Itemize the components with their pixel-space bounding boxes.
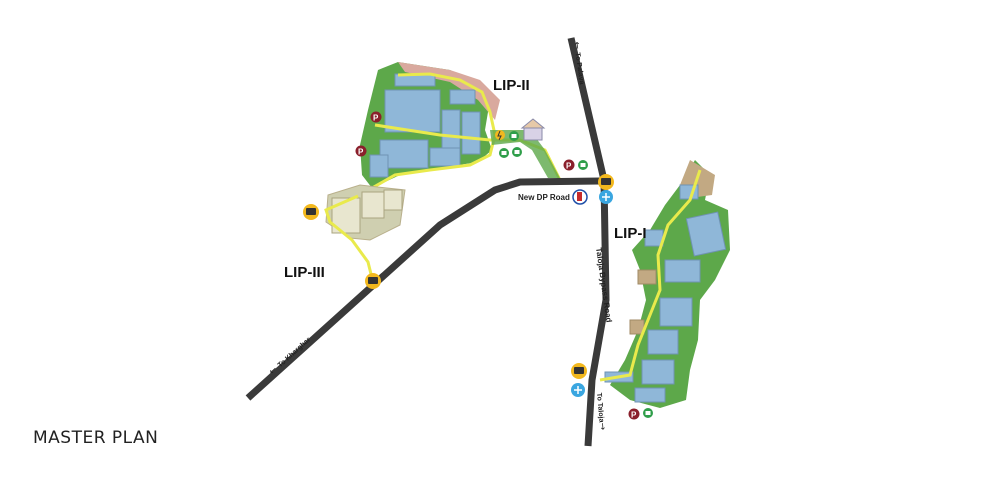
parking-icon: P — [563, 159, 575, 171]
arrow-right-icon: → — [597, 422, 608, 431]
svg-text:P: P — [358, 148, 364, 157]
svg-text:To Kharghar: To Kharghar — [277, 336, 312, 369]
zone-label-lip2: LIP-II — [493, 77, 530, 94]
lip3-area — [324, 184, 406, 279]
amenity-icon — [499, 148, 509, 158]
amenity-icon — [578, 160, 588, 170]
new-dp-road-label: New DP Road — [518, 193, 570, 202]
amenity-icon — [643, 408, 653, 418]
bus-stop-icon — [598, 174, 614, 190]
parking-icon: P — [370, 111, 382, 123]
svg-text:To Palava: To Palava — [574, 52, 585, 85]
bus-stop-icon — [365, 273, 381, 289]
to-kharghar-label: ← To Kharghar — [267, 336, 312, 377]
medical-icon — [571, 383, 585, 397]
lip1-area — [599, 160, 730, 408]
svg-text:P: P — [631, 411, 637, 420]
svg-text:To Taloja: To Taloja — [595, 393, 605, 423]
to-palava-label: ← To Palava — [571, 41, 585, 85]
svg-text:P: P — [566, 162, 572, 171]
arrow-left-icon: ← — [571, 41, 582, 50]
fuel-station-icon — [572, 189, 588, 205]
svg-text:P: P — [373, 114, 379, 123]
bus-stop-icon — [303, 204, 319, 220]
amenity-icon — [509, 131, 519, 141]
zone-label-lip3: LIP-III — [284, 264, 325, 281]
parking-icon: P — [628, 408, 640, 420]
lip2-area — [357, 62, 600, 198]
bus-stop-icon — [571, 363, 587, 379]
taloja-bypass-label: Taloja Bypass Road — [594, 247, 613, 323]
medical-icon — [599, 190, 613, 204]
power-icon — [495, 130, 505, 141]
to-taloja-label: To Taloja → — [595, 393, 608, 432]
map-caption: MASTER PLAN — [33, 428, 159, 448]
amenity-icon — [512, 147, 522, 157]
taloja-bypass-road — [567, 37, 610, 447]
road-to-kharghar — [245, 177, 601, 401]
parking-icon: P — [355, 145, 367, 157]
zone-label-lip1: LIP-I — [614, 225, 647, 242]
temple-icon — [520, 118, 546, 141]
